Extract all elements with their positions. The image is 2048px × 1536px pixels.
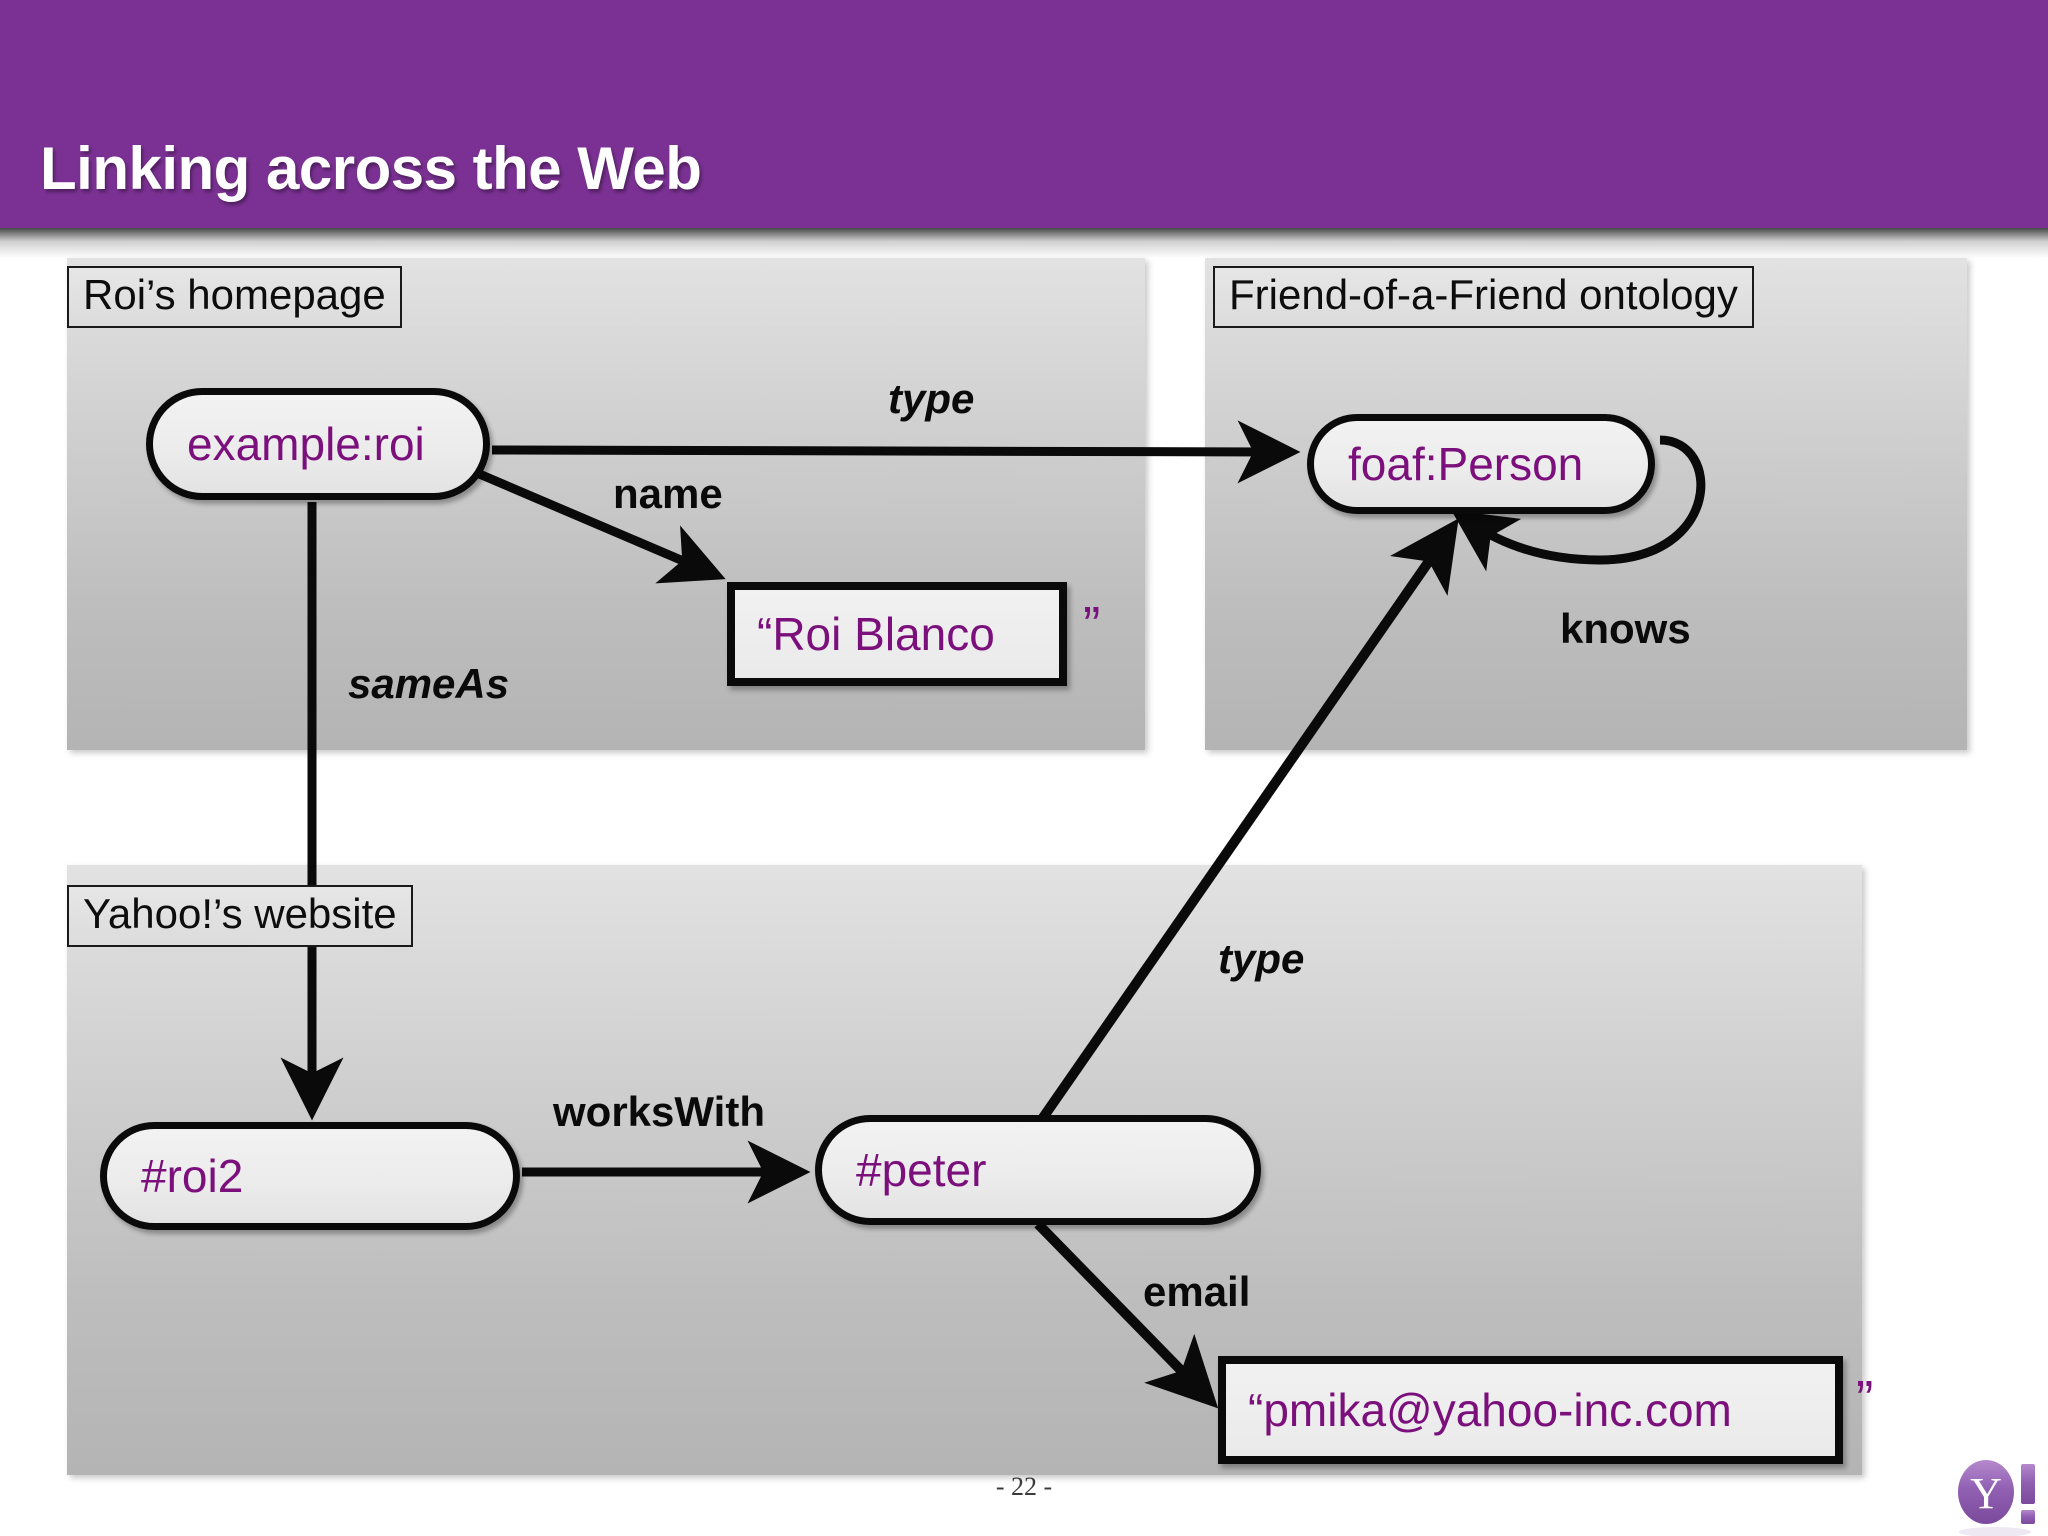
title-band — [0, 0, 2048, 228]
literal-open-quote: “ — [757, 608, 773, 660]
edge-label-workswith: worksWith — [553, 1088, 765, 1135]
yahoo-logo: Y — [1958, 1460, 2035, 1536]
literal-text: pmika@yahoo-inc.com — [1263, 1384, 1732, 1436]
edge-label-name: name — [613, 470, 723, 517]
literal-email-address[interactable]: “pmika@yahoo-inc.com ” — [1218, 1356, 1873, 1464]
node-example-roi[interactable]: example:roi — [146, 388, 490, 500]
literal-close-quote: ” — [1856, 1371, 1874, 1429]
yahoo-logo-letter: Y — [1970, 1469, 2002, 1518]
literal-close-quote: ” — [1083, 597, 1101, 655]
title-band-shadow — [0, 228, 2048, 258]
panel-label-foaf-ontology: Friend-of-a-Friend ontology — [1213, 266, 1754, 328]
node-peter[interactable]: #peter — [815, 1115, 1261, 1225]
edge-label-knows: knows — [1560, 605, 1691, 652]
page-number: - 22 - — [995, 1472, 1053, 1501]
edge-label-sameas: sameAs — [348, 660, 510, 707]
page-title: Linking across the Web — [40, 135, 702, 202]
edge-label-type-2: type — [1218, 935, 1305, 982]
panel-label-yahoo-website: Yahoo!’s website — [67, 885, 413, 947]
literal-roi-blanco[interactable]: “Roi Blanco ” — [727, 582, 1100, 686]
node-foaf-person[interactable]: foaf:Person — [1307, 414, 1655, 514]
edge-label-type-1: type — [888, 375, 975, 422]
literal-text: Roi Blanco — [772, 608, 995, 660]
node-roi2[interactable]: #roi2 — [100, 1122, 520, 1230]
edge-label-email: email — [1143, 1268, 1251, 1315]
panel-label-roi-homepage: Roi’s homepage — [67, 266, 402, 328]
literal-open-quote: “ — [1248, 1384, 1264, 1436]
